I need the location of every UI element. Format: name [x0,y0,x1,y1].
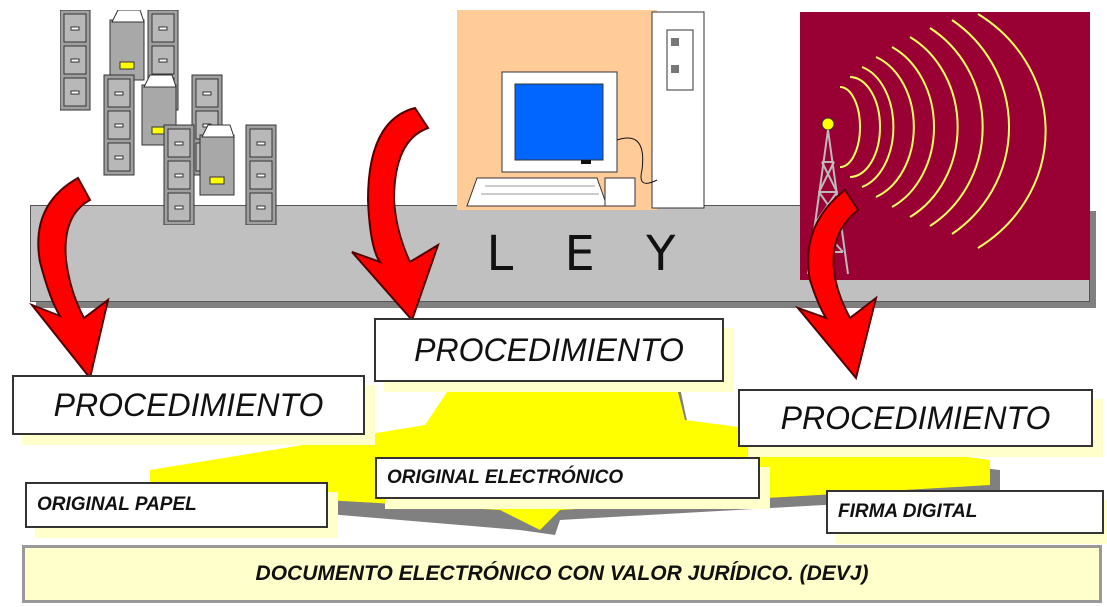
original-paper-box: ORIGINAL PAPEL [25,482,328,528]
procedure-box-right: PROCEDIMIENTO [738,389,1093,447]
red-arrows [28,106,878,381]
original-electronic-box: ORIGINAL ELECTRÓNICO [375,457,760,499]
ley-label: L E Y [486,225,694,282]
red-arrow-center [351,106,440,322]
red-arrow-right [794,188,878,381]
digital-signature-box: FIRMA DIGITAL [826,490,1104,534]
result-document-box: DOCUMENTO ELECTRÓNICO CON VALOR JURÍDICO… [22,545,1102,603]
procedure-box-center: PROCEDIMIENTO [374,318,724,382]
antenna-tower-icon [800,12,1090,280]
procedure-box-left: PROCEDIMIENTO [12,375,365,435]
red-arrow-left [28,176,110,381]
computer-icon [457,10,705,210]
